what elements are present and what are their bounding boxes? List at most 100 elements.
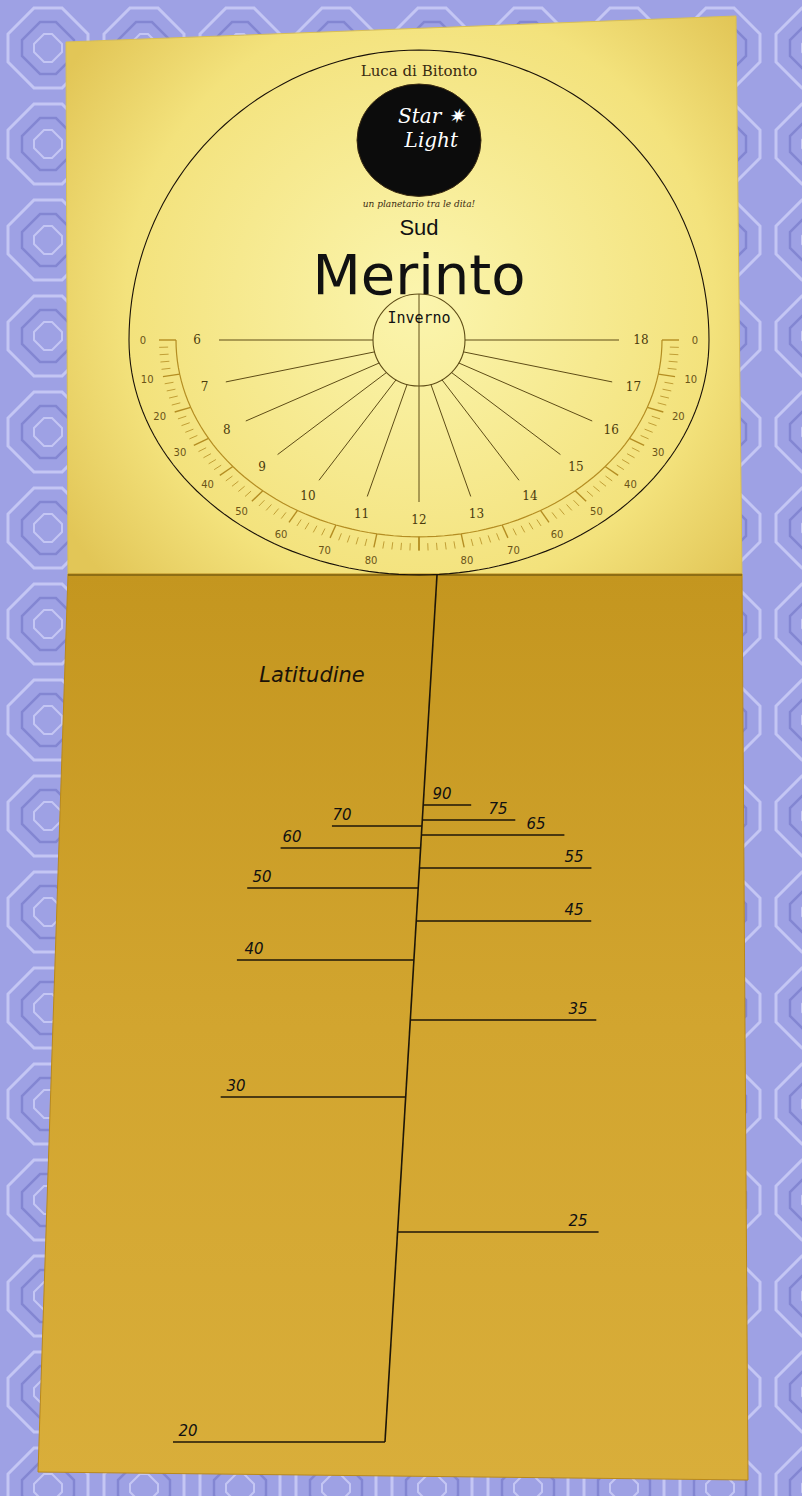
degree-tick [365,539,367,546]
degree-tick [266,504,271,510]
degree-number: 70 [318,545,331,556]
direction-label: Sud [399,215,438,241]
degree-tick [169,396,178,398]
latitude-line [173,1441,385,1443]
degree-tick [175,407,191,412]
logo-ellipse-shape [357,84,481,196]
latitude-number: 25 [568,1212,587,1230]
degree-number: 30 [652,446,665,457]
degree-tick [185,429,193,432]
degree-tick [471,539,473,546]
hour-number: 8 [223,423,231,437]
degree-tick [347,535,349,542]
hour-line [419,386,420,502]
degree-number: 50 [235,506,248,517]
degree-tick [194,438,209,445]
latitude-line [419,867,591,869]
degree-tick [645,429,653,432]
instrument-title: Merinto [312,242,525,307]
degree-tick [252,491,263,502]
degree-tick [652,416,660,419]
degree-tick [181,423,189,426]
hour-number: 6 [193,333,201,347]
hour-number: 17 [626,380,641,394]
degree-number: 60 [551,528,564,539]
latitude-line [237,959,414,961]
degree-tick [529,523,533,530]
degree-number: 80 [461,555,474,566]
hour-line [463,352,612,382]
hour-number: 11 [354,507,369,521]
degree-tick [409,543,410,550]
degree-tick [245,491,251,496]
degree-tick [427,543,428,550]
logo-ellipse: Star ✷ Light [357,84,481,196]
degree-tick [647,407,663,412]
meridian-line [419,294,420,386]
hour-line [226,352,375,382]
degree-tick [238,486,244,491]
latitude-scale [173,575,599,1442]
degree-number: 10 [141,373,154,384]
hour-line [465,340,619,341]
maker-credit: Luca di Bitonto [361,62,478,80]
degree-tick [497,533,500,540]
latitude-number: 45 [564,901,583,919]
hour-line [431,384,471,496]
degree-tick [600,481,606,486]
degree-tick [552,512,557,518]
degree-tick [627,454,634,458]
degree-tick [165,382,174,384]
upper-card [66,16,742,578]
latitude-number: 60 [282,828,301,846]
degree-tick [445,542,447,549]
degree-tick [391,542,393,549]
hour-line [452,373,561,455]
degree-tick [172,403,181,405]
degree-tick [259,500,265,506]
tagline: un planetario tra le dita! [363,199,475,209]
degree-tick [662,339,679,340]
degree-tick [606,476,613,481]
degree-tick [648,423,656,426]
degree-tick [488,535,490,542]
hour-number: 13 [469,507,484,521]
degree-tick [574,500,580,506]
degree-tick [178,416,186,419]
degree-tick [521,526,525,533]
degree-tick [567,504,572,510]
degree-tick [641,435,649,438]
degree-tick [541,510,550,522]
degree-tick [281,512,286,518]
degree-tick [622,460,629,464]
degree-tick [418,537,419,551]
degree-number: 40 [201,478,214,489]
hour-number: 10 [300,489,315,503]
hour-number: 9 [258,460,266,474]
degree-tick [454,541,455,548]
degree-tick [313,526,317,533]
degree-tick [461,534,464,548]
degree-tick [159,339,176,340]
degree-tick [669,354,678,356]
latitude-line [398,1231,599,1233]
degree-tick [214,465,221,469]
degree-tick [502,525,508,538]
degree-tick [575,491,586,502]
degree-tick [160,361,169,363]
degree-number: 10 [684,373,697,384]
degree-number: 20 [153,411,166,422]
degree-tick [274,509,279,515]
degree-tick [289,510,298,522]
degree-number: 20 [672,411,685,422]
latitude-line [410,1019,596,1021]
degree-tick [232,481,238,486]
hour-line [219,340,373,341]
latitude-number: 35 [568,1000,587,1018]
lower-card [38,574,748,1480]
degree-tick [203,454,210,458]
latitude-line [423,804,471,806]
degree-tick [587,491,593,496]
degree-number: 0 [692,335,698,346]
